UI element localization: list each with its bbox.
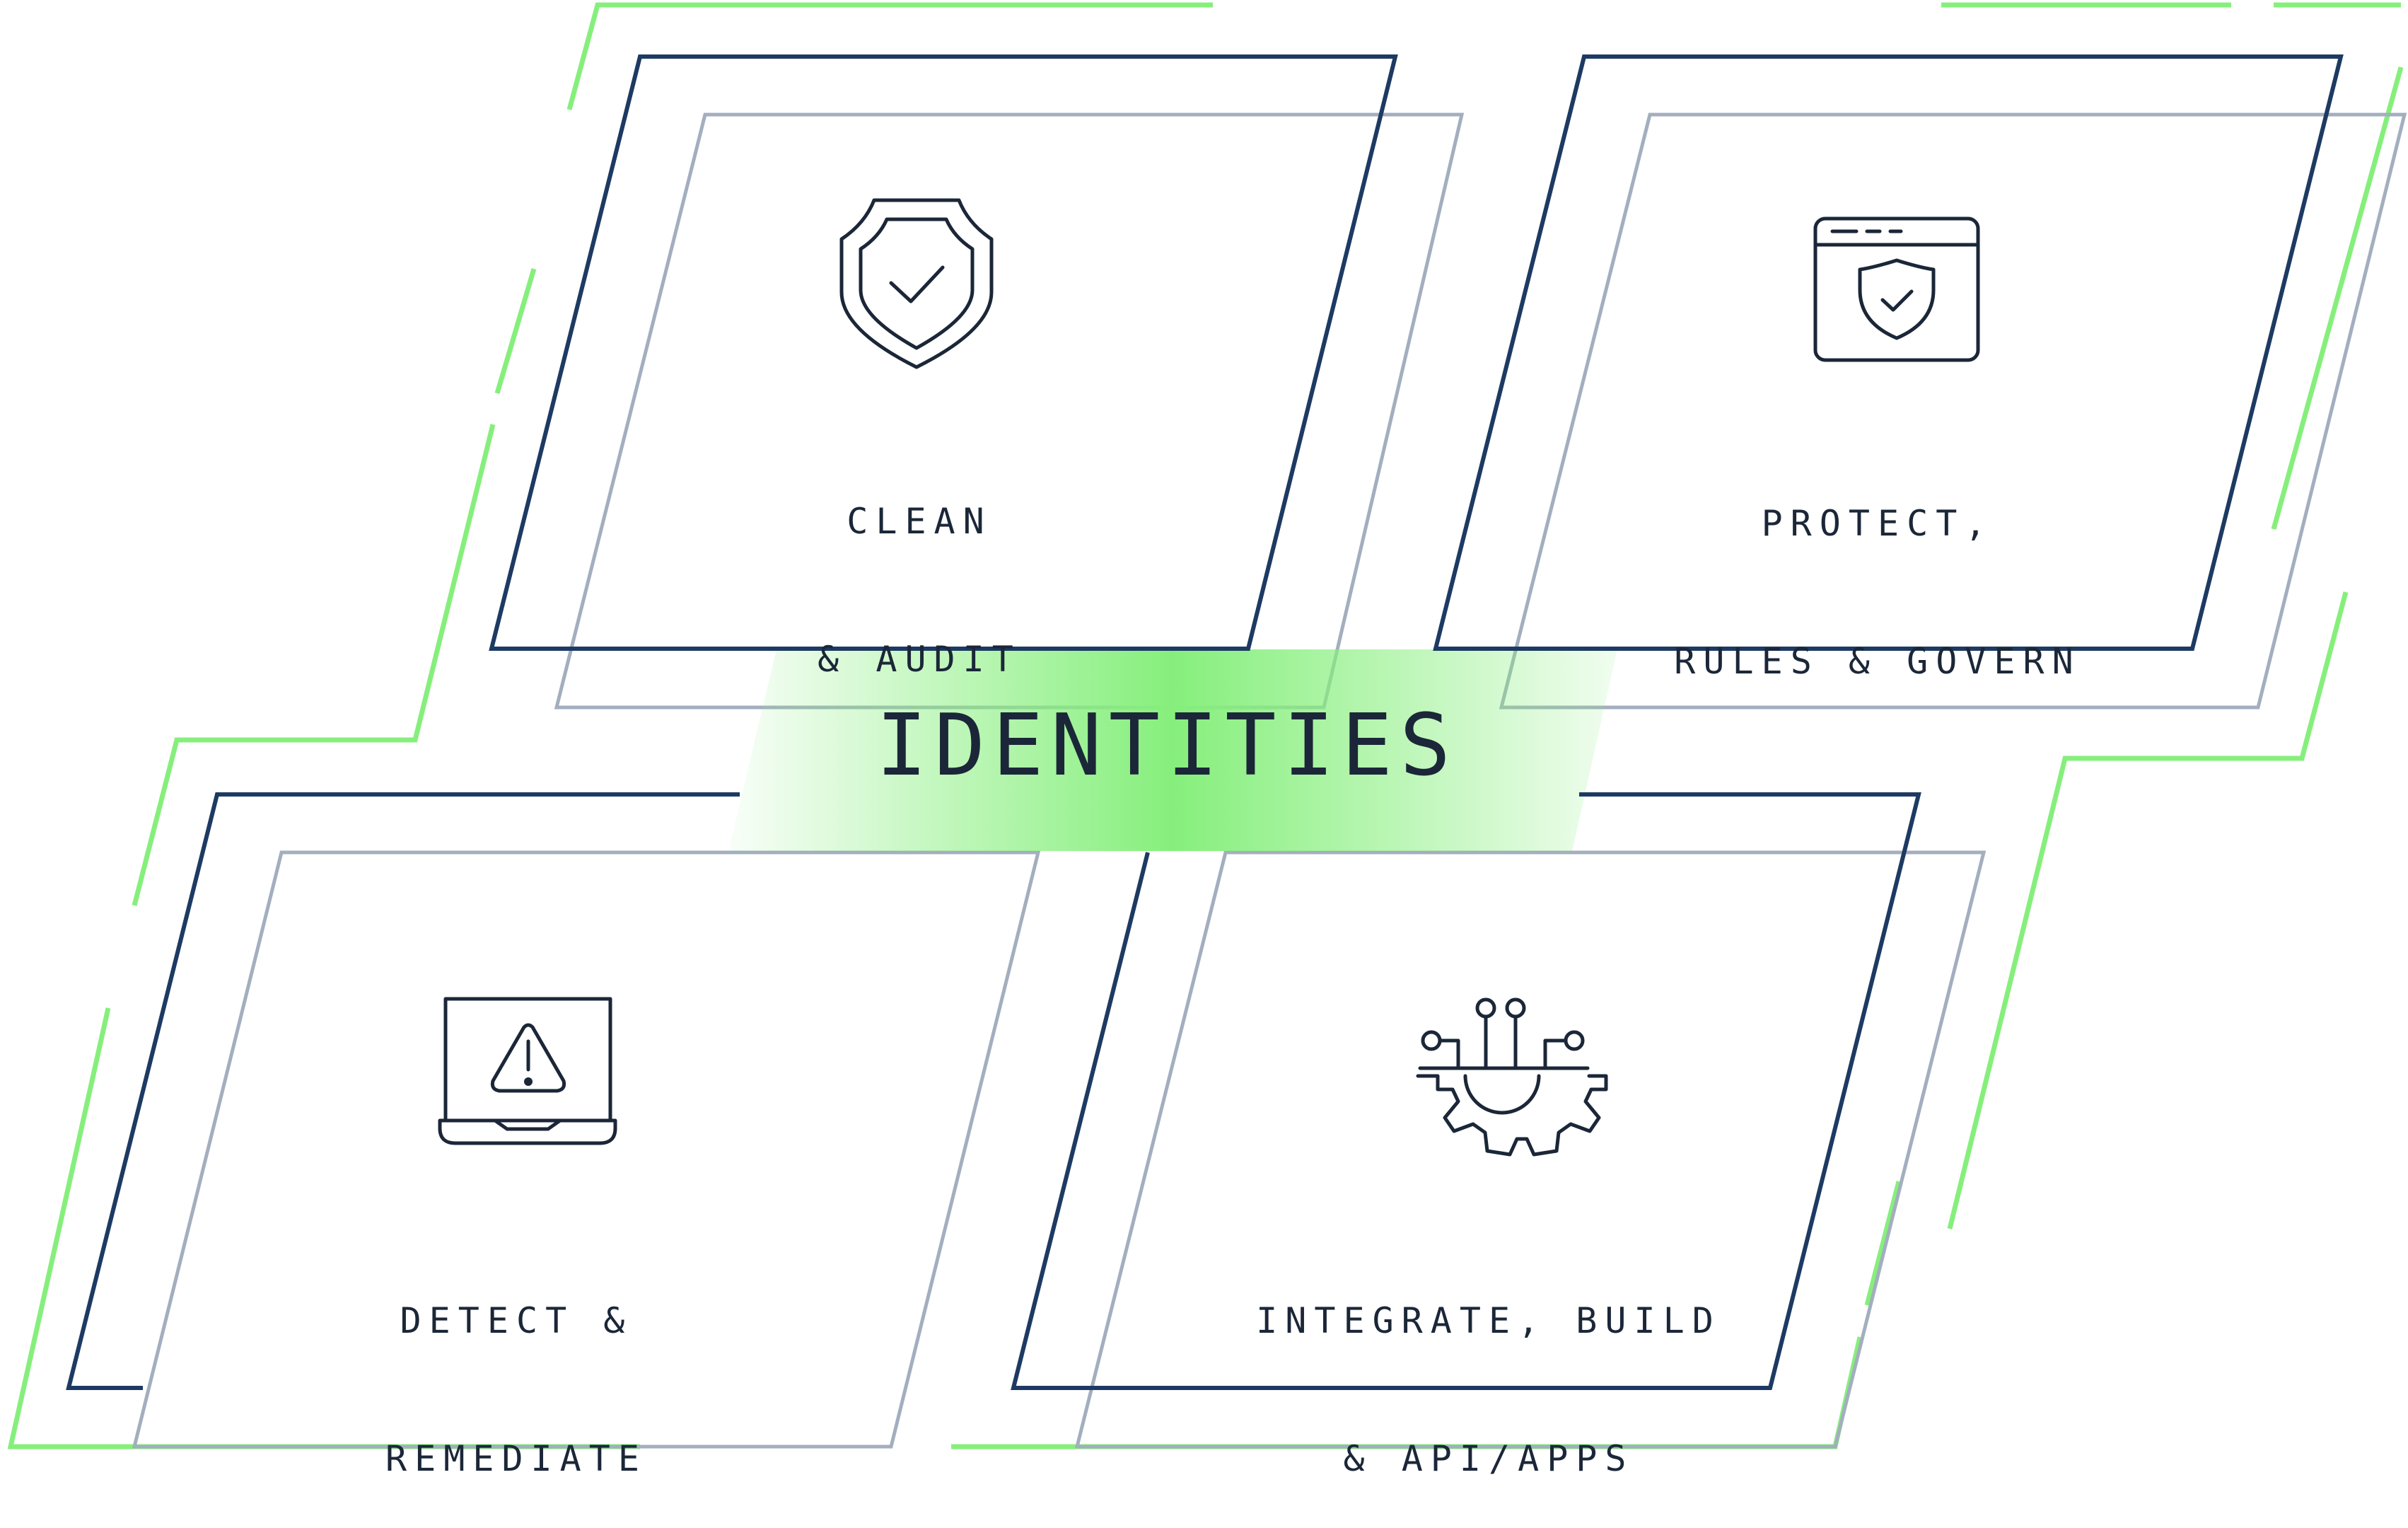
- panel-front-bl: [66, 792, 740, 1390]
- card-label-detect-remediate: DETECT & REMEDIATE: [304, 1206, 728, 1528]
- shield-check-icon: [839, 198, 994, 369]
- navy-front-panels: [66, 54, 2344, 1390]
- panel-back-bl: [132, 850, 1041, 1449]
- card-label-line: DETECT &: [400, 1300, 633, 1341]
- laptop-alert-icon: [438, 997, 617, 1145]
- panel-front-br: [1011, 792, 1921, 1390]
- panel-front-tl: [489, 54, 1398, 651]
- card-label-line: REMEDIATE: [385, 1438, 647, 1479]
- browser-shield-icon: [1813, 216, 1980, 362]
- identities-diagram: [7, 2, 2407, 1449]
- card-label-integrate-build: INTEGRATE, BUILD & API/APPS: [1170, 1206, 1807, 1528]
- card-label-line: CLEAN: [847, 501, 992, 542]
- panel-back-br: [1074, 850, 1987, 1449]
- panel-back-tr: [1499, 112, 2407, 710]
- card-label-line: PROTECT,: [1761, 503, 1994, 544]
- card-label-line: & API/APPS: [1343, 1438, 1634, 1479]
- gray-back-panels: [132, 112, 2407, 1449]
- identities-title: IDENTITIES: [876, 697, 1458, 795]
- card-label-line: INTEGRATE, BUILD: [1256, 1300, 1721, 1341]
- card-label-protect-rules-govern: PROTECT, RULES & GOVERN: [1559, 409, 2196, 731]
- card-label-line: & AUDIT: [818, 639, 1021, 680]
- card-label-clean-audit: CLEAN & AUDIT: [707, 407, 1132, 729]
- gear-circuit-icon: [1416, 997, 1608, 1157]
- card-label-line: RULES & GOVERN: [1674, 641, 2081, 682]
- identities-banner-bg: [728, 649, 1617, 851]
- panel-front-tr: [1433, 54, 2344, 651]
